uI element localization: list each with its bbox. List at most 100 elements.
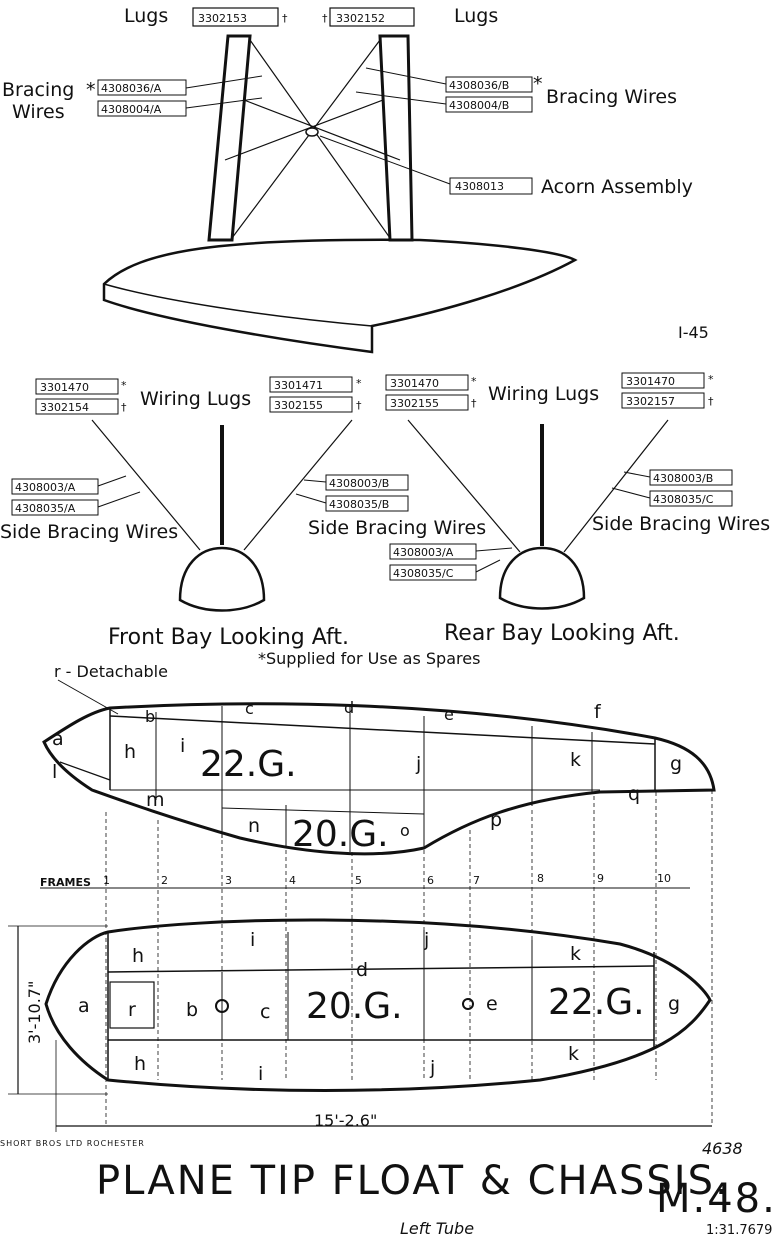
side-letter-h: h [124,741,136,763]
drawing-title: PLANE TIP FLOAT & CHASSIS. [96,1158,730,1204]
side-letter-n: n [248,815,260,837]
detachable-note: r - Detachable [54,662,168,681]
side-letter-q: q [628,783,640,805]
rear-wire-2-box [389,564,477,581]
side-letter-b: b [145,707,155,726]
side-letter-e: e [444,705,454,724]
side-bracing-1: Side Bracing Wires [0,521,178,543]
plan-gauge-right: 22.G. [548,982,645,1023]
leader-rw3 [623,471,651,478]
front-wire-2-box [11,499,99,516]
front-bay-wire-left [91,419,201,551]
plan-letter-j-bottom: j [429,1057,435,1079]
side-letter-i: i [180,735,185,757]
leader-r1 [365,67,447,85]
maker-line: SHORT BROS LTD ROCHESTER [0,1139,145,1148]
lugs-left-part-box [192,7,279,27]
mid-lug-3-mark: * [471,375,477,388]
rear-bay-wire-right [563,419,669,553]
leader-fw1 [97,475,127,487]
side-letter-l: l [52,761,57,783]
plan-letter-r: r [128,999,136,1021]
frame-1: 1 [103,874,110,887]
part-r1-box [445,76,533,93]
side-deck-line [109,715,656,745]
frame-7: 7 [473,874,480,887]
rear-wire-4: 4308035/C [653,493,714,506]
front-bay-caption: Front Bay Looking Aft. [108,625,349,650]
right-lug-1: 3301470 [626,375,675,388]
frames-row: FRAMES 1 2 3 4 5 6 7 8 9 10 [40,790,713,1126]
plan-letter-j-top: j [423,929,429,951]
right-lug-2-mark: † [708,395,714,408]
side-letter-o: o [400,821,410,840]
part-l2: 4308004/A [101,103,162,116]
left-lug-2: 3302154 [40,401,89,414]
bracing-left-star: * [86,79,96,101]
frame-6: 6 [427,874,434,887]
left-lug-1-box [35,378,119,395]
plan-view: a r b c d e g h i j k h i j k 20.G. 22.G… [8,918,712,1132]
front-wire-4: 4308035/B [329,498,389,511]
side-gauge-upper: 22.G. [200,744,297,785]
drawing-ref: 4638 [702,1139,743,1158]
right-lug-1-mark: * [708,373,714,386]
right-strut [378,34,414,242]
mid-lug-2: 3302155 [274,399,323,412]
right-lug-1-box [621,372,705,389]
leader-r2 [355,91,447,105]
front-wire-1: 4308003/A [15,481,76,494]
side-bracing-3: Side Bracing Wires [592,513,770,535]
mid-lug-1-box [269,376,353,393]
plan-letter-g: g [668,993,680,1015]
part-r1-star: * [533,73,543,95]
acorn-node [305,127,319,137]
leader-rw2 [475,559,501,573]
rear-bay-float-section [498,546,586,610]
left-lug-1: 3301470 [40,381,89,394]
rear-wire-1-box [389,543,477,560]
side-float-outline [42,702,716,856]
mid-lug-1-mark: * [356,377,362,390]
side-letter-j: j [415,753,421,775]
part-l1: 4308036/A [101,82,162,95]
front-bay-wire-right [243,419,353,551]
mid-lug-2-mark: † [356,399,362,412]
wiring-lugs-right: Wiring Lugs [488,383,599,405]
front-wire-4-box [325,495,409,512]
side-letter-c: c [245,699,254,718]
front-wire-1-box [11,478,99,495]
side-letter-k: k [570,749,581,771]
leader-rw4 [611,487,651,499]
wiring-lugs-left: Wiring Lugs [140,388,251,410]
part-r1: 4308036/B [449,79,509,92]
right-lug-2-box [621,392,705,409]
side-letter-a: a [52,728,64,750]
lugs-left-part: 3302153 [198,12,247,25]
front-bay-float-section [178,546,266,612]
frame-5: 5 [355,874,362,887]
leader-fw2 [97,491,141,508]
bracing-wires [224,39,401,239]
plan-letter-h-bottom: h [134,1053,146,1075]
plan-fitting-right [462,998,474,1010]
lugs-left-label: Lugs [124,5,168,27]
mid-lug-4-box [385,394,469,411]
left-lug-2-mark: † [121,401,127,414]
side-letter-p: p [490,809,502,831]
plan-upper-deck-line [107,965,655,973]
lugs-right-label: Lugs [454,5,498,27]
right-lug-2: 3302157 [626,395,675,408]
part-l2-box [97,100,187,117]
part-r2: 4308004/B [449,99,509,112]
plan-letter-b: b [186,999,198,1021]
left-lug-1-mark: * [121,379,127,392]
mid-lug-2-box [269,396,353,413]
plan-float-outline [44,918,712,1092]
acorn-label: Acorn Assembly [541,176,693,198]
bracing-left-label-2: Wires [12,101,65,123]
drawing-number: M.48. [656,1176,777,1222]
mid-lug-3: 3301470 [390,377,439,390]
lugs-right-part-box [329,7,415,27]
frame-9: 9 [597,872,604,885]
